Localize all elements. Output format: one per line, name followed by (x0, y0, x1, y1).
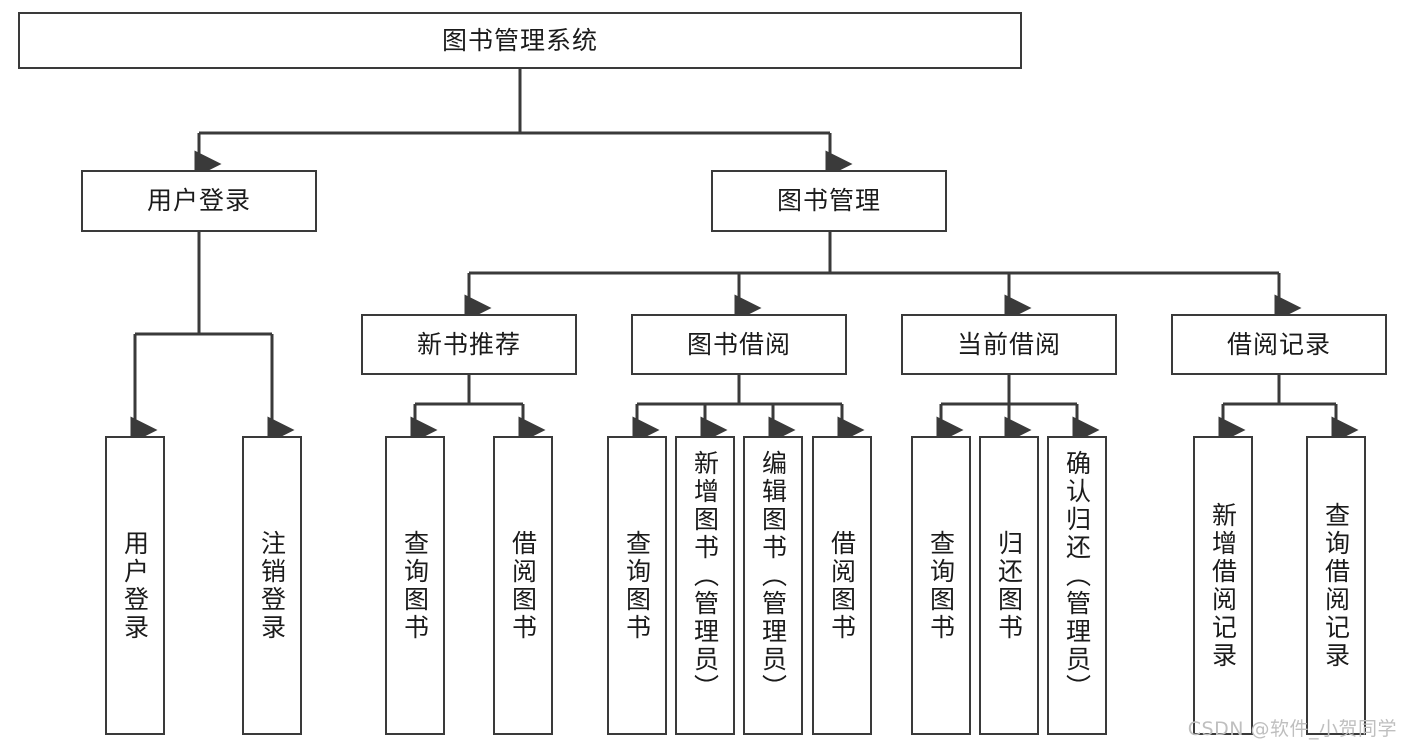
node-leaf-query-record-label: 查询借阅记录 (1321, 501, 1351, 670)
node-leaf-query-book-1[interactable]: 查询图书 (385, 436, 445, 735)
node-leaf-query-record[interactable]: 查询借阅记录 (1306, 436, 1366, 735)
node-leaf-borrow-book-1[interactable]: 借阅图书 (493, 436, 553, 735)
node-root-system[interactable]: 图书管理系统 (18, 12, 1022, 69)
node-leaf-return-book-label: 归还图书 (994, 529, 1024, 642)
node-leaf-add-record[interactable]: 新增借阅记录 (1193, 436, 1253, 735)
node-leaf-logout-login-label: 注销登录 (257, 529, 287, 642)
node-leaf-user-login-label: 用户登录 (120, 529, 150, 642)
watermark-text: CSDN @软件_小贺同学 (1187, 718, 1397, 740)
node-leaf-user-login[interactable]: 用户登录 (105, 436, 165, 735)
node-leaf-confirm-return-label: 确认归还（管理员） (1062, 450, 1092, 702)
node-leaf-confirm-return[interactable]: 确认归还（管理员） (1047, 436, 1107, 735)
node-leaf-edit-book-label: 编辑图书（管理员） (758, 450, 788, 702)
node-leaf-return-book[interactable]: 归还图书 (979, 436, 1039, 735)
node-user-login[interactable]: 用户登录 (81, 170, 317, 232)
node-leaf-add-book[interactable]: 新增图书（管理员） (675, 436, 735, 735)
node-leaf-add-record-label: 新增借阅记录 (1208, 501, 1238, 670)
node-leaf-query-book-1-label: 查询图书 (400, 529, 430, 642)
node-leaf-borrow-book-1-label: 借阅图书 (508, 529, 538, 642)
node-borrow-record[interactable]: 借阅记录 (1171, 314, 1387, 375)
node-new-book-recommend[interactable]: 新书推荐 (361, 314, 577, 375)
node-leaf-borrow-book-2[interactable]: 借阅图书 (812, 436, 872, 735)
node-book-manage[interactable]: 图书管理 (711, 170, 947, 232)
node-leaf-query-book-3[interactable]: 查询图书 (911, 436, 971, 735)
node-leaf-edit-book[interactable]: 编辑图书（管理员） (743, 436, 803, 735)
node-current-borrow[interactable]: 当前借阅 (901, 314, 1117, 375)
node-leaf-query-book-2-label: 查询图书 (622, 529, 652, 642)
node-leaf-query-book-3-label: 查询图书 (926, 529, 956, 642)
node-book-borrow[interactable]: 图书借阅 (631, 314, 847, 375)
node-leaf-add-book-label: 新增图书（管理员） (690, 450, 720, 702)
node-leaf-query-book-2[interactable]: 查询图书 (607, 436, 667, 735)
node-leaf-logout-login[interactable]: 注销登录 (242, 436, 302, 735)
node-leaf-borrow-book-2-label: 借阅图书 (827, 529, 857, 642)
